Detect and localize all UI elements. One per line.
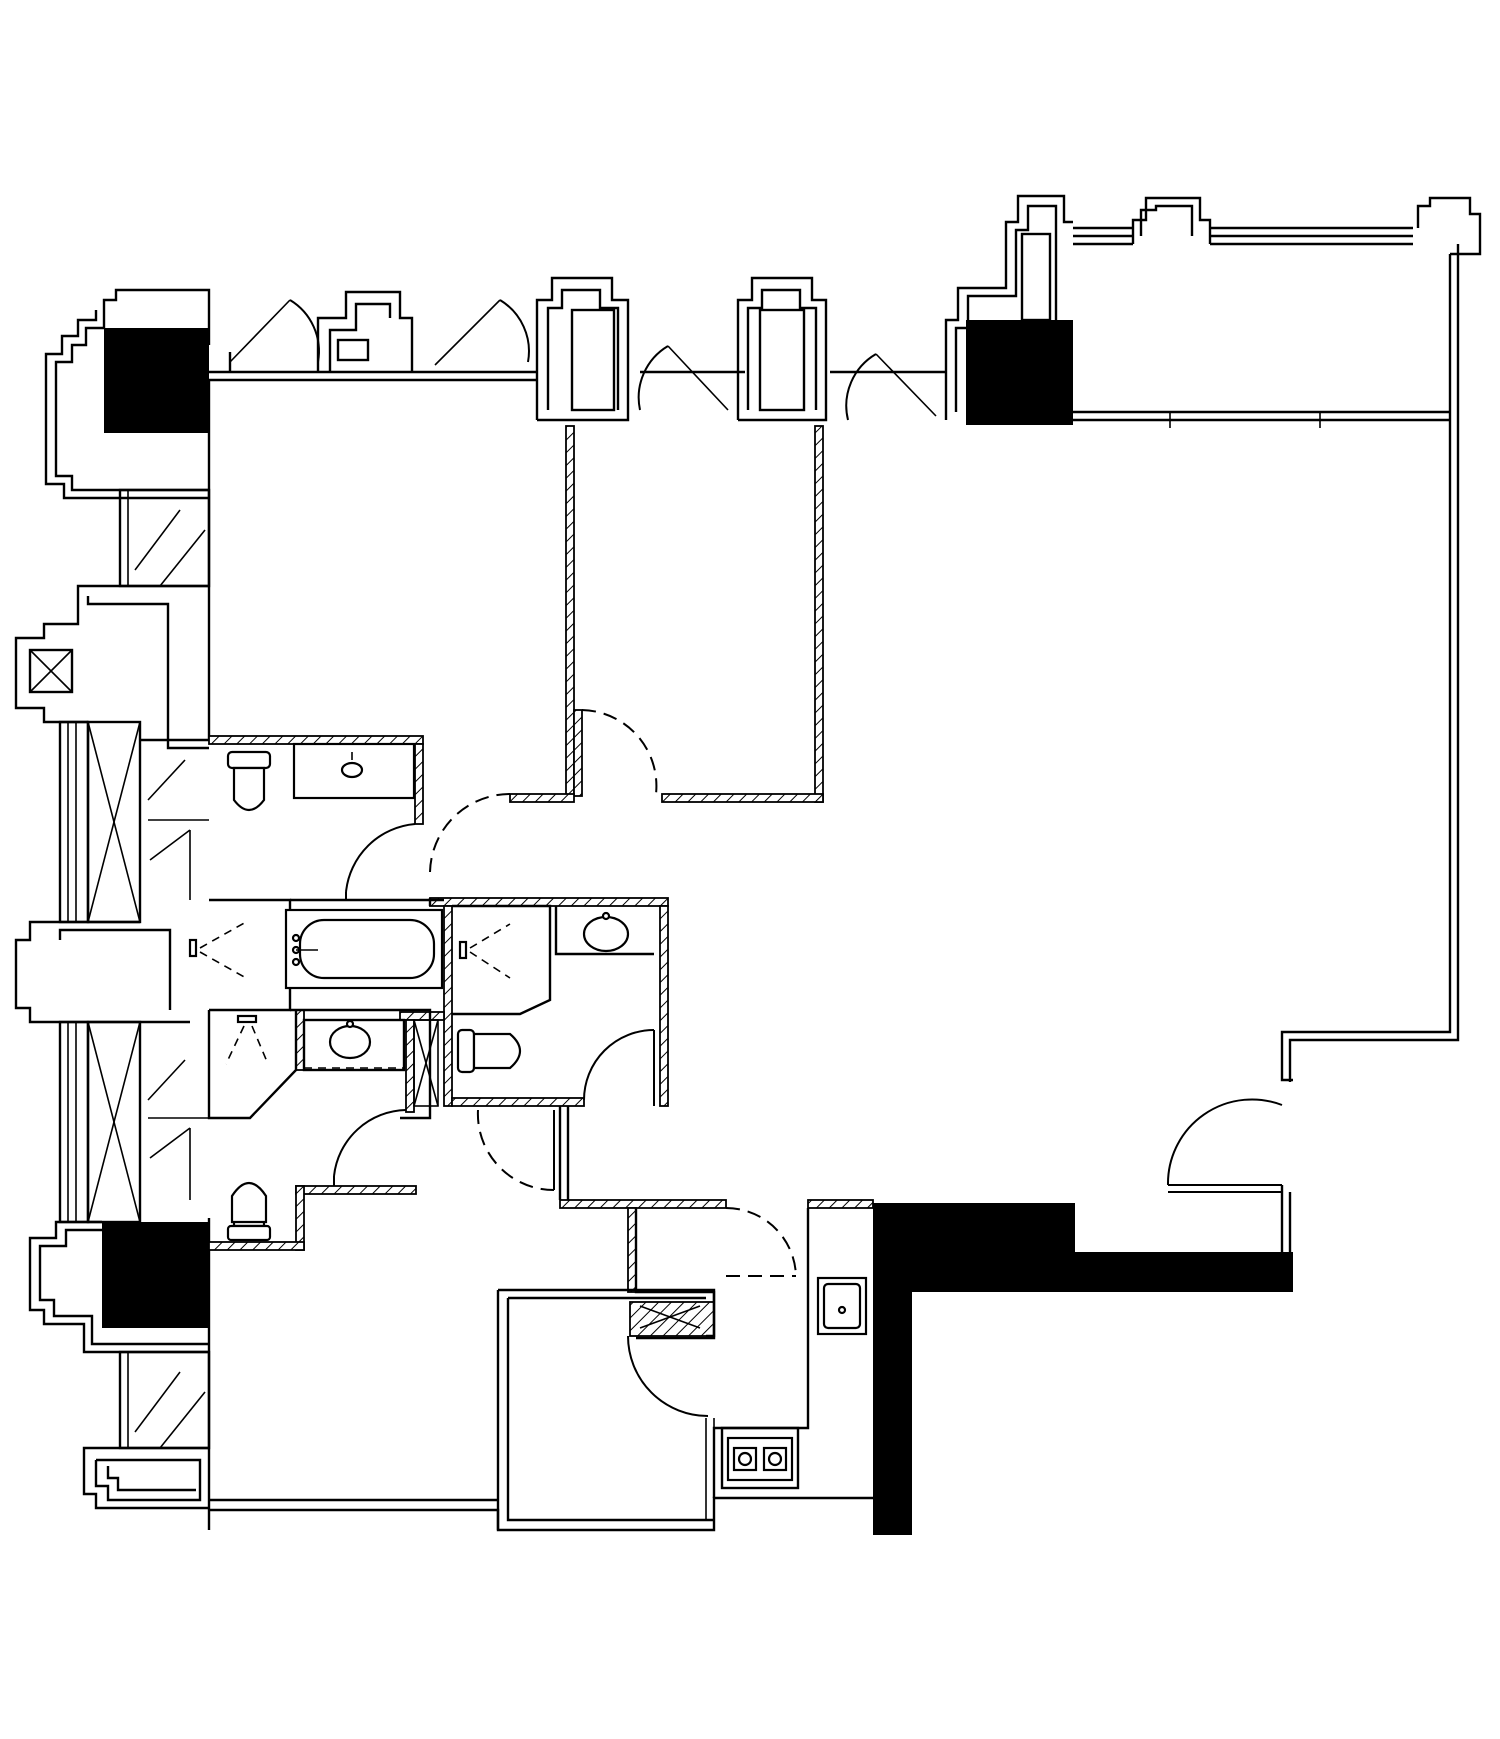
east-wall-outer: [1280, 254, 1452, 1082]
sink-icon: [340, 761, 364, 779]
kitchen-sink-icon: [816, 1276, 868, 1336]
toilet-icon: [226, 750, 272, 812]
south-wall: [209, 1496, 873, 1532]
door-bath2: [583, 1029, 655, 1101]
door-swing-bedroom2: [581, 709, 658, 795]
sink-icon: [328, 1024, 372, 1060]
structural-columns: [102, 320, 1293, 1535]
shower-icon: [188, 921, 247, 979]
toilet-icon: [226, 1181, 272, 1242]
door-closet: [627, 1335, 709, 1417]
door-swing-bath3: [476, 1109, 555, 1192]
west-facade: [14, 288, 211, 1510]
bathtub-icon: [284, 908, 444, 990]
east-pier: [1416, 196, 1482, 256]
column-n: [966, 320, 1073, 425]
interior-lines: [207, 898, 810, 1530]
shower-icon: [458, 923, 511, 979]
door-bath4: [333, 1109, 407, 1177]
north-facade: [228, 194, 1212, 422]
column-sw: [102, 1222, 209, 1328]
shower-icon: [225, 1014, 269, 1065]
doors: [333, 709, 1283, 1417]
cooktop-icon: [726, 1436, 794, 1482]
door-entry: [1166, 1098, 1283, 1186]
door-swing-hall: [429, 793, 511, 873]
vent-shaft-icon: [28, 648, 74, 694]
sink-icon: [582, 915, 630, 953]
toilet-icon: [456, 1028, 522, 1074]
door-swing-kitchen: [725, 1207, 797, 1277]
column-nw: [104, 328, 209, 433]
exterior-walls: [207, 196, 1482, 1532]
door-bath1: [345, 823, 416, 893]
interior-partitions: [208, 425, 874, 1337]
fixtures: [188, 742, 868, 1482]
shear-wall-se: [873, 1203, 1293, 1535]
